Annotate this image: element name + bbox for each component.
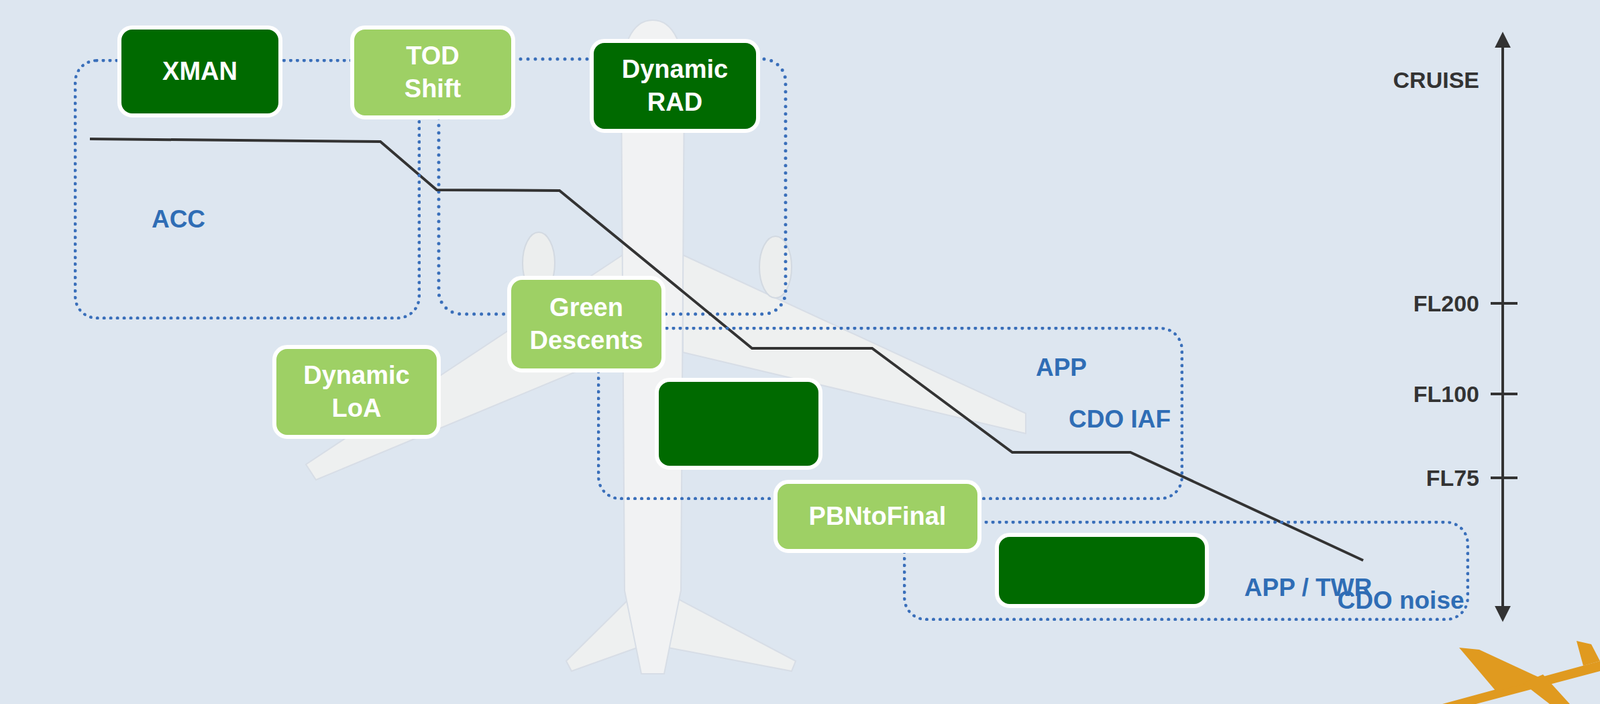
measure-box: CDO IAF <box>654 377 823 470</box>
control-region: APP / TWRCDO noise <box>902 520 1470 621</box>
right-stabilizer <box>668 597 796 671</box>
box-label: CDO IAF <box>1068 404 1171 435</box>
measure-box: Dynamic LoA <box>272 344 441 439</box>
axis-tick <box>1490 301 1518 305</box>
box-label: Dynamic LoA <box>303 358 410 426</box>
measure-box: XMAN <box>117 25 283 118</box>
descent-profile <box>89 138 1364 561</box>
axis-tick <box>1490 476 1518 479</box>
altitude-label: CRUISE <box>1393 66 1480 94</box>
measure-box: TOD Shift <box>350 25 516 120</box>
measure-box: Green Descents <box>507 275 666 373</box>
region-label: APP <box>1035 352 1087 383</box>
altitude-label: FL100 <box>1413 380 1480 408</box>
measure-box: CDO noise <box>994 532 1209 608</box>
altitude-label: FL200 <box>1413 289 1480 318</box>
altitude-axis <box>1501 34 1505 619</box>
region-label: ACC <box>151 204 206 235</box>
box-label: TOD Shift <box>404 39 461 106</box>
altitude-label: FL75 <box>1426 464 1480 492</box>
measure-box: Dynamic RAD <box>589 38 761 133</box>
left-stabilizer <box>566 597 638 671</box>
box-label: XMAN <box>162 55 238 88</box>
box-label: CDO noise <box>1337 585 1464 616</box>
measure-box: PBNtoFinal <box>773 479 982 553</box>
logo-wing <box>1522 674 1570 704</box>
axis-tick <box>1490 392 1518 396</box>
box-label: PBNtoFinal <box>809 499 947 533</box>
box-label: Dynamic RAD <box>621 52 728 120</box>
control-region: APP CDO IAF <box>597 326 1184 500</box>
logo-plane <box>1442 640 1600 704</box>
box-label: Green Descents <box>529 291 644 358</box>
right-engine <box>759 236 792 298</box>
logo-tail <box>1576 640 1600 666</box>
